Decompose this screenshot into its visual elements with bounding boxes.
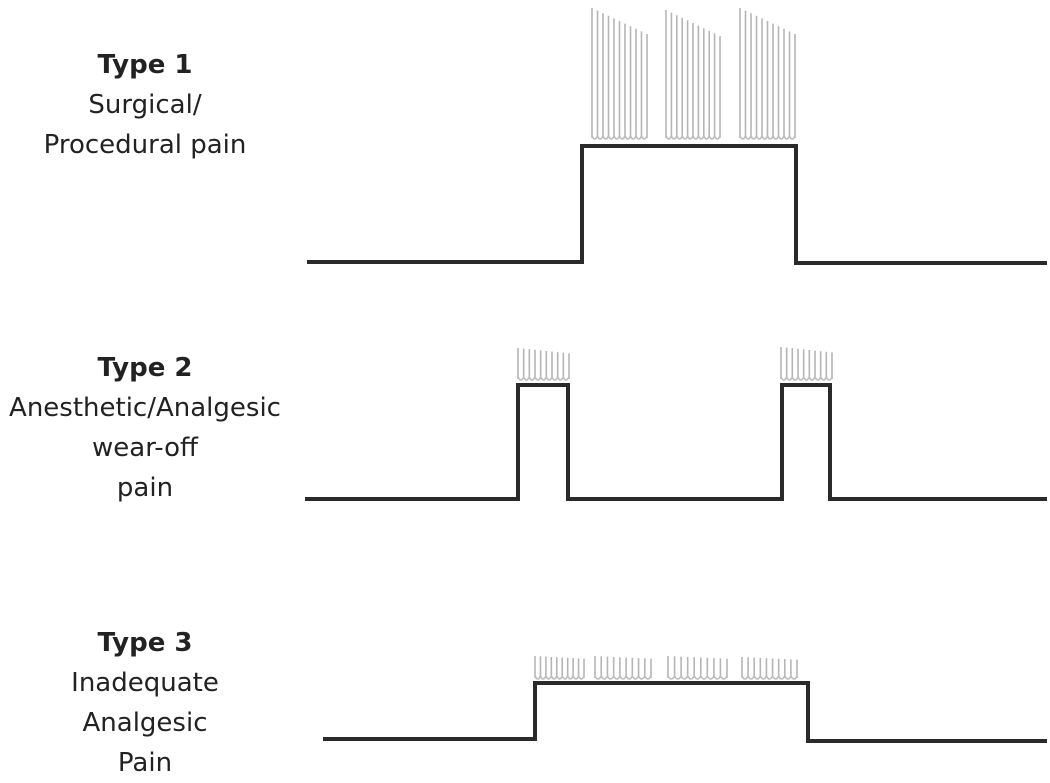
type-3-line-2: Analgesic — [82, 708, 208, 738]
type-3-stimulus-trace — [323, 681, 1047, 743]
type-1-firing-bursts — [591, 8, 796, 140]
type-2-title: Type 2 — [97, 353, 193, 383]
type-3-title: Type 3 — [97, 628, 193, 658]
type-1-line-1: Surgical/ — [88, 90, 202, 120]
type-3-line-1: Inadequate — [71, 668, 219, 698]
type-2-stimulus-trace — [305, 383, 1047, 501]
type-1-burst-3-baseline — [739, 134, 796, 140]
type-2-line-3: pain — [116, 473, 174, 503]
type-1-burst-2-baseline — [665, 134, 721, 140]
type-3-firing-bursts — [534, 656, 798, 680]
type-2-line-1: Anesthetic/Analgesic — [9, 393, 281, 423]
type-2-label: Type 2 Anesthetic/Analgesic wear-off pai… — [0, 348, 290, 508]
type-1-stimulus-trace — [307, 144, 1047, 265]
type-3-burst-4-baseline — [741, 674, 798, 680]
type-3-burst-3-baseline — [667, 674, 728, 680]
type-1-title: Type 1 — [97, 50, 193, 80]
type-1-line-2: Procedural pain — [43, 130, 247, 160]
type-2-firing-bursts — [517, 347, 833, 381]
type-3-burst-1-baseline — [534, 674, 585, 680]
type-3-line-3: Pain — [117, 748, 173, 778]
type-2-burst-2-baseline — [780, 375, 833, 381]
type-1-burst-1-baseline — [591, 134, 648, 140]
type-3-burst-2-baseline — [594, 674, 652, 680]
type-2-burst-1-baseline — [517, 375, 570, 381]
type-1-label: Type 1 Surgical/ Procedural pain — [0, 45, 290, 165]
type-3-label: Type 3 Inadequate Analgesic Pain — [0, 623, 290, 783]
type-2-line-2: wear-off — [92, 433, 198, 463]
